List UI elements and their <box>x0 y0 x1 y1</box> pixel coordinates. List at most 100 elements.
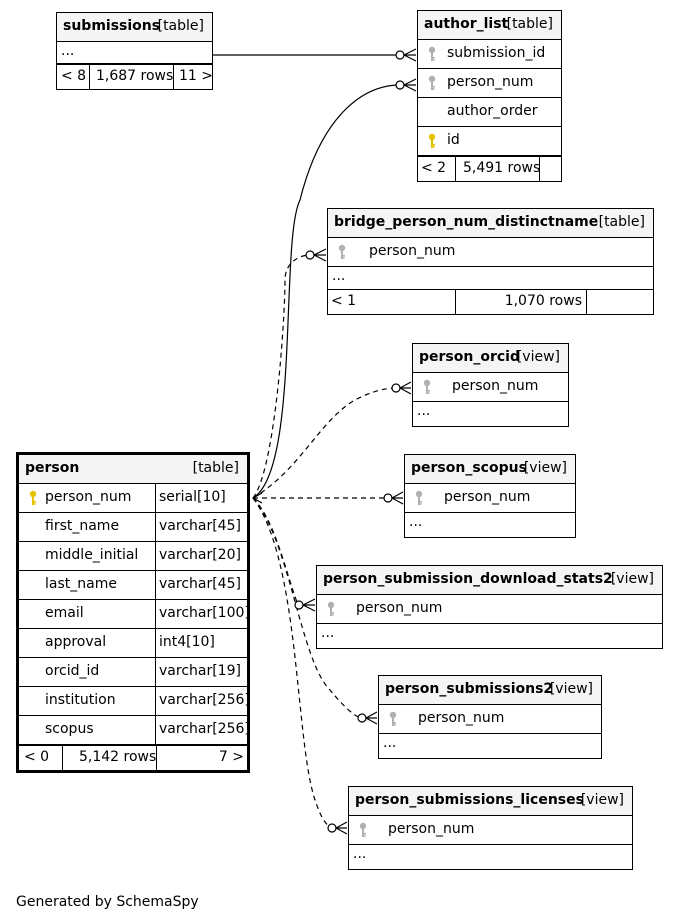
row-count: 1,687 rows <box>89 65 173 89</box>
table-kind: [table] <box>506 16 553 32</box>
column-name: approval <box>45 634 107 650</box>
more-columns-ellipsis: ... <box>409 514 423 530</box>
row-count: 1,070 rows <box>455 290 586 314</box>
table-row: scopus varchar[256] <box>19 716 250 745</box>
column-name: person_num <box>447 74 534 90</box>
table-submissions[interactable]: submissions[table] ... < 8 1,687 rows 11… <box>56 12 213 90</box>
column-name: first_name <box>45 518 120 534</box>
foreign-key-icon <box>359 822 367 838</box>
column-type: varchar[20] <box>155 542 241 570</box>
generated-by-footer: Generated by SchemaSpy <box>16 894 199 910</box>
children-count <box>539 157 540 181</box>
table-row: person_num serial[10] <box>19 484 247 513</box>
column-name: person_num <box>452 378 539 394</box>
table-name: person_submissions2 <box>385 681 554 697</box>
column-type: int4[10] <box>155 629 215 657</box>
table-row: middle_initial varchar[20] <box>19 542 247 571</box>
column-name: last_name <box>45 576 117 592</box>
column-name: orcid_id <box>45 663 100 679</box>
column-name: person_num <box>388 821 475 837</box>
table-kind: [view] <box>549 681 593 697</box>
table-name: bridge_person_num_distinctname <box>334 214 599 230</box>
column-type: varchar[19] <box>155 658 241 686</box>
column-name: author_order <box>447 103 538 119</box>
column-type: varchar[100] <box>155 600 250 628</box>
column-type: varchar[45] <box>155 513 241 541</box>
column-name: scopus <box>45 721 94 737</box>
more-columns-ellipsis: ... <box>321 625 335 641</box>
table-kind: [view] <box>610 571 654 587</box>
foreign-key-icon <box>415 490 423 506</box>
column-name: id <box>447 132 460 148</box>
table-kind: [table] <box>157 18 204 34</box>
edge-person-author-list <box>252 84 401 499</box>
column-type: varchar[45] <box>155 571 241 599</box>
table-row: first_name varchar[45] <box>19 513 247 542</box>
row-count: 5,491 rows <box>455 157 540 181</box>
parents-count: < 2 <box>421 160 447 176</box>
table-row: last_name varchar[45] <box>19 571 247 600</box>
column-name: person_num <box>369 243 456 259</box>
column-name: person_num <box>356 600 443 616</box>
table-row: institution varchar[256] <box>19 687 250 716</box>
children-count: 7 > <box>156 746 248 770</box>
view-person-orcid[interactable]: person_orcid[view] person_num ... <box>412 343 569 427</box>
view-person-submissions2[interactable]: person_submissions2[view] person_num ... <box>378 675 602 759</box>
table-name: person_submissions_licenses <box>355 792 584 808</box>
column-name: person_num <box>444 489 531 505</box>
column-name: person_num <box>45 489 132 505</box>
children-count: 11 > <box>173 65 213 89</box>
column-name: institution <box>45 692 116 708</box>
column-name: middle_initial <box>45 547 139 563</box>
column-type: serial[10] <box>155 484 226 512</box>
view-person-submissions-licenses[interactable]: person_submissions_licenses[view] person… <box>348 786 633 870</box>
more-columns-ellipsis: ... <box>383 735 397 751</box>
table-bridge-person-num-distinctname[interactable]: bridge_person_num_distinctname[table] pe… <box>327 208 654 315</box>
foreign-key-icon <box>428 75 436 91</box>
column-name: submission_id <box>447 45 546 61</box>
primary-key-icon <box>29 490 37 506</box>
table-name: person <box>25 460 80 476</box>
table-kind: [view] <box>523 460 567 476</box>
table-kind: [table] <box>192 460 239 476</box>
foreign-key-icon <box>327 601 335 617</box>
table-row: orcid_id varchar[19] <box>19 658 247 687</box>
table-kind: [view] <box>516 349 560 365</box>
children-count <box>586 290 587 314</box>
foreign-key-icon <box>423 379 431 395</box>
view-person-scopus[interactable]: person_scopus[view] person_num ... <box>404 454 576 538</box>
more-columns-ellipsis: ... <box>332 268 346 284</box>
table-row: email varchar[100] <box>19 600 250 629</box>
table-name: person_scopus <box>411 460 527 476</box>
edge-person-licenses <box>252 497 333 829</box>
table-kind: [table] <box>598 214 645 230</box>
edge-person-submissions2 <box>252 497 363 719</box>
row-count: 5,142 rows <box>62 746 156 770</box>
column-type: varchar[256] <box>155 687 250 715</box>
table-name: submissions <box>63 18 161 34</box>
table-name: author_list <box>424 16 509 32</box>
more-columns-ellipsis: ... <box>417 403 431 419</box>
parents-count: < 0 <box>24 749 50 765</box>
column-type: varchar[256] <box>155 716 250 744</box>
table-name: person_submission_download_stats2 <box>323 571 613 587</box>
table-name: person_orcid <box>419 349 520 365</box>
table-kind: [view] <box>580 792 624 808</box>
parents-count: < 8 <box>61 68 87 84</box>
primary-key-icon <box>428 133 436 149</box>
foreign-key-icon <box>389 711 397 727</box>
edge-person-orcid <box>252 387 397 499</box>
parents-count: < 1 <box>331 293 357 309</box>
table-author-list[interactable]: author_list[table] submission_id person_… <box>417 10 562 182</box>
column-name: person_num <box>418 710 505 726</box>
more-columns-ellipsis: ... <box>61 43 75 59</box>
foreign-key-icon <box>338 244 346 260</box>
foreign-key-icon <box>428 46 436 62</box>
view-person-submission-download-stats2[interactable]: person_submission_download_stats2[view] … <box>316 565 663 649</box>
column-name: email <box>45 605 84 621</box>
table-row: approval int4[10] <box>19 629 247 658</box>
more-columns-ellipsis: ... <box>353 846 367 862</box>
edge-person-bridge <box>252 254 311 499</box>
